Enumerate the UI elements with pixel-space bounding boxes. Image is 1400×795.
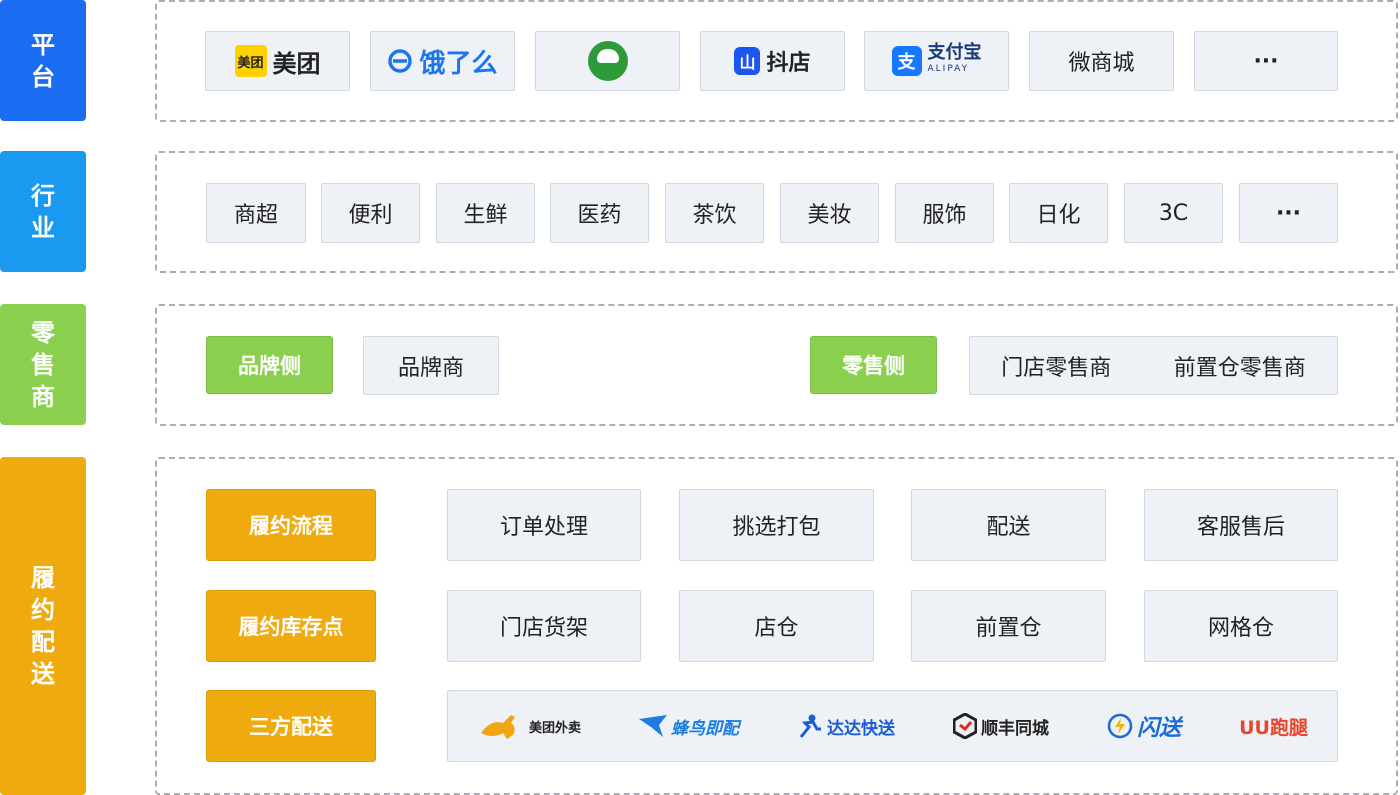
platform-meituan: 美团 美团 (205, 31, 350, 91)
uu-paotui-logo: UU跑腿 (1239, 716, 1308, 739)
store-retailer: 门店零售商 (1001, 355, 1112, 381)
retailer-panel (155, 304, 1398, 426)
alipay-logo-icon: 支 (891, 46, 922, 76)
industry-item: 生鲜 (436, 183, 535, 243)
process-step: 挑选打包 (679, 489, 874, 561)
inventory-point: 前置仓 (911, 590, 1106, 662)
industry-item-more: ··· (1239, 183, 1338, 243)
third-party-label: 三方配送 (206, 690, 376, 762)
third-party-logos: 美团外卖 蜂鸟即配 达达快送 顺丰同城 闪送 UU跑腿 (447, 690, 1338, 762)
process-step: 配送 (911, 489, 1106, 561)
industry-item: 3C (1124, 183, 1223, 243)
category-fulfillment: 履约配送 (0, 457, 86, 795)
inventory-label: 履约库存点 (206, 590, 376, 662)
category-retailer: 零售商 (0, 304, 86, 425)
douyin-store-logo-icon: 山 (734, 47, 761, 75)
retail-side-label: 零售侧 (810, 336, 937, 394)
runner-icon (799, 714, 822, 738)
jddj-logo-icon (587, 41, 628, 81)
shansong-logo: 闪送 (1107, 710, 1181, 742)
industry-item: 医药 (550, 183, 649, 243)
industry-item: 服饰 (895, 183, 994, 243)
industry-panel (155, 151, 1398, 273)
sf-tongcheng-logo: 顺丰同城 (953, 713, 1049, 739)
inventory-point: 网格仓 (1144, 590, 1338, 662)
brand-vendor: 品牌商 (363, 336, 499, 395)
platform-eleme: 饿了么 (370, 31, 515, 91)
category-industry: 行业 (0, 151, 86, 272)
industry-item: 日化 (1009, 183, 1108, 243)
hexagon-icon (953, 713, 978, 739)
industry-item: 美妆 (780, 183, 879, 243)
industry-item: 茶饮 (665, 183, 764, 243)
meituan-logo-icon: 美团 (234, 45, 267, 77)
process-step: 订单处理 (447, 489, 641, 561)
bird-icon (639, 715, 668, 737)
retail-type-group: 门店零售商 前置仓零售商 (969, 336, 1338, 395)
industry-item: 便利 (321, 183, 420, 243)
platform-weishangcheng: 微商城 (1029, 31, 1174, 91)
inventory-point: 门店货架 (447, 590, 641, 662)
inventory-point: 店仓 (679, 590, 874, 662)
platform-panel (155, 0, 1398, 122)
category-platform: 平台 (0, 0, 86, 121)
fulfillment-panel (155, 457, 1398, 795)
kangaroo-icon (481, 715, 515, 739)
meituan-waimai-logo: 美团外卖 (477, 711, 581, 741)
platform-more: ··· (1194, 31, 1338, 91)
industry-item: 商超 (206, 183, 306, 243)
brand-side-label: 品牌侧 (206, 336, 333, 394)
eleme-logo-icon (388, 49, 413, 73)
lightning-icon (1107, 713, 1133, 739)
process-label: 履约流程 (206, 489, 376, 561)
warehouse-retailer: 前置仓零售商 (1173, 355, 1306, 381)
process-step: 客服售后 (1144, 489, 1338, 561)
platform-jddj (535, 31, 680, 91)
dada-logo: 达达快送 (797, 713, 895, 739)
fengniao-logo: 蜂鸟即配 (639, 714, 739, 739)
platform-douyin: 山 抖店 (700, 31, 845, 91)
